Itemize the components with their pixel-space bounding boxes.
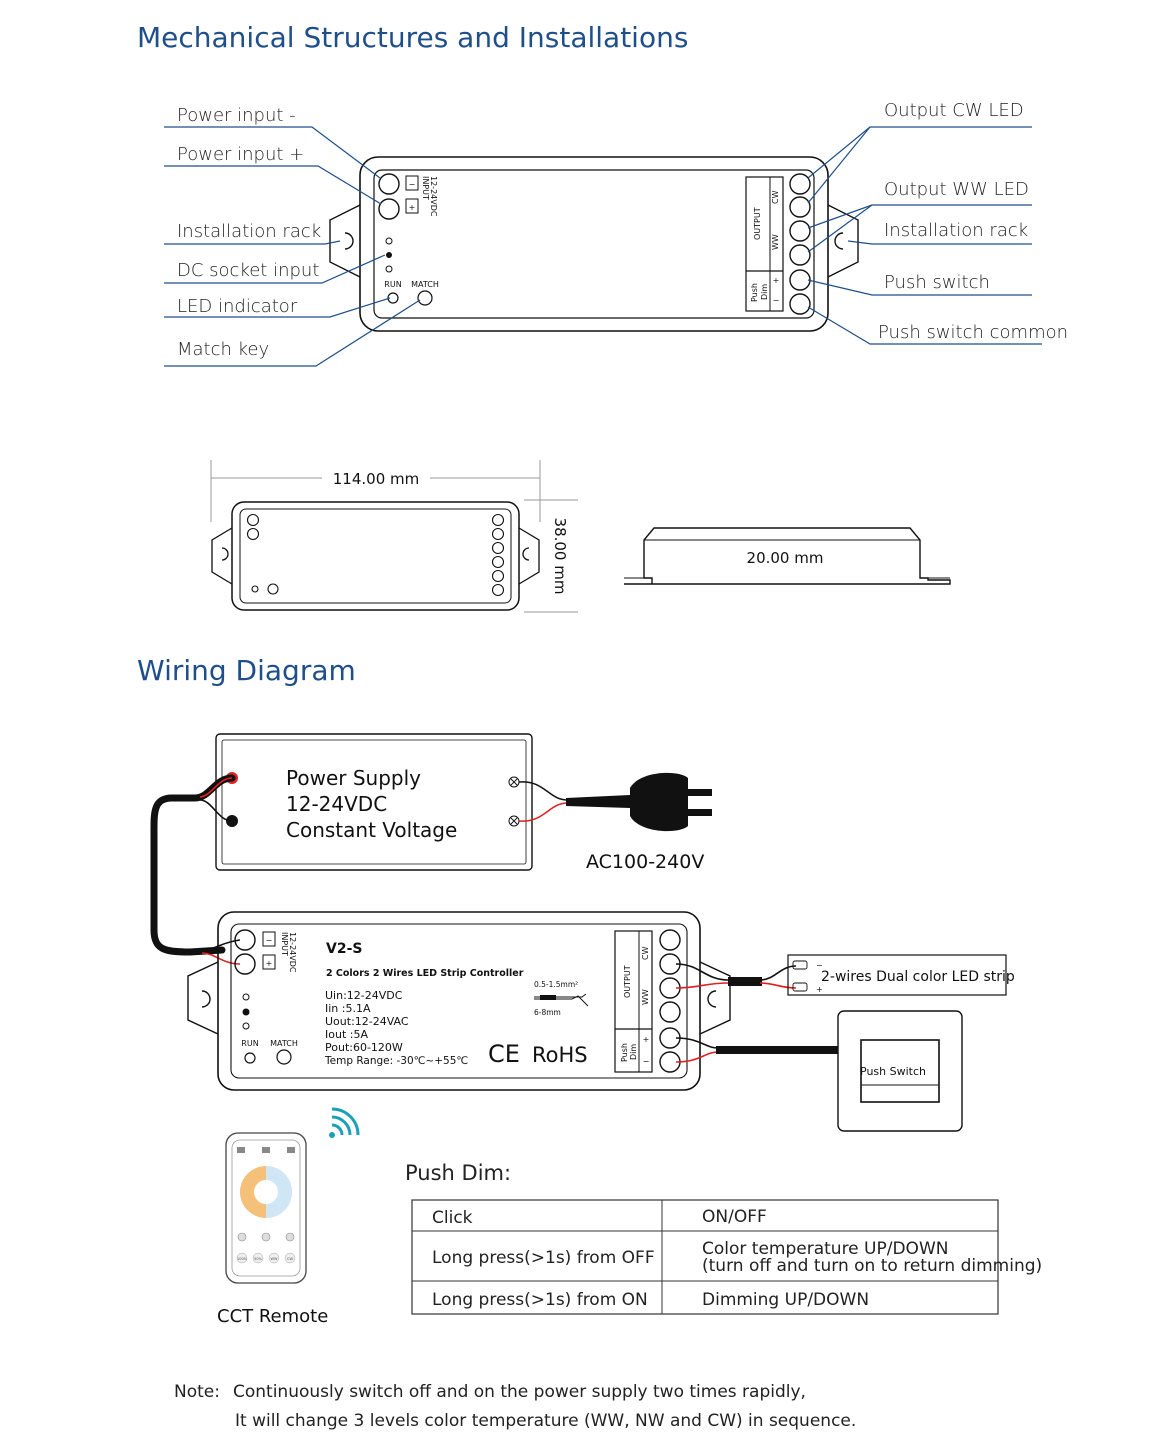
label-installation-rack-right: Installation rack	[884, 220, 1028, 241]
ww-mark: WW	[771, 234, 780, 250]
row2-result: Color temperature UP/DOWN	[702, 1239, 948, 1259]
ctrl-spec-5: Pout:60-120W	[325, 1041, 403, 1054]
cct-remote: 100% 50% WW CW	[225, 1132, 307, 1284]
power-supply-box: Power Supply 12-24VDC Constant Voltage	[215, 733, 533, 871]
wireless-signal-icon	[329, 1107, 360, 1138]
row3-result: Dimming UP/DOWN	[702, 1290, 869, 1310]
leader-lines-left	[164, 126, 421, 367]
dimension-side-view: 20.00 mm	[624, 527, 951, 585]
ctrl-input-plus: +	[266, 959, 273, 968]
ctrl-run-label: RUN	[241, 1039, 258, 1048]
ctrl-desc: 2 Colors 2 Wires LED Strip Controller	[326, 968, 524, 979]
note-prefix: Note:	[174, 1382, 220, 1402]
label-output-cw-led: Output CW LED	[884, 100, 1024, 121]
dim-mark: Dim	[760, 284, 769, 300]
input-label: INPUT	[421, 176, 430, 200]
label-power-input-plus: Power input +	[177, 144, 304, 165]
heading-mechanical: Mechanical Structures and Installations	[137, 21, 688, 54]
ctrl-model: V2-S	[326, 941, 362, 957]
label-match-key: Match key	[177, 339, 269, 360]
wire-gauge-label: 0.5-1.5mm²	[534, 980, 578, 989]
ctrl-push-minus: −	[643, 1057, 650, 1066]
rohs-mark: RoHS	[532, 1043, 588, 1067]
ctrl-match-label: MATCH	[270, 1039, 298, 1048]
ctrl-spec-1: Uin:12-24VDC	[325, 989, 403, 1002]
push-dim-table: Click ON/OFF Long press(>1s) from OFF Co…	[411, 1199, 1042, 1315]
ps-line1: Power Supply	[286, 766, 421, 790]
remote-btn-2: 50%	[254, 1257, 262, 1261]
match-label: MATCH	[411, 280, 439, 289]
ctrl-spec-2: Iin :5.1A	[325, 1002, 371, 1015]
ctrl-spec-4: Iout :5A	[325, 1028, 368, 1041]
remote-btn-4: CW	[287, 1257, 293, 1261]
ctrl-spec-3: Uout:12-24VAC	[325, 1015, 409, 1028]
ac-plug-icon	[518, 772, 712, 832]
strip-length-label: 6-8mm	[534, 1008, 561, 1017]
dim-width: 38.00 mm	[551, 518, 569, 595]
row1-result: ON/OFF	[702, 1207, 767, 1227]
leader-lines-right	[807, 126, 1042, 345]
remote-label: CCT Remote	[217, 1306, 328, 1327]
ctrl-voltage-label: 12-24VDC	[288, 932, 297, 973]
label-push-switch: Push switch	[884, 272, 990, 293]
cw-mark: CW	[771, 190, 780, 204]
input-plus-mark: +	[409, 203, 416, 212]
row1-action: Click	[432, 1208, 473, 1228]
controller-top-view: − + INPUT 12-24VDC RUN MATCH OUTPUT CW W…	[329, 156, 859, 332]
push-switch-wiring: Push Switch	[675, 1010, 963, 1132]
row2-action: Long press(>1s) from OFF	[432, 1248, 655, 1268]
ctrl-push-mark: Push	[620, 1043, 629, 1062]
label-output-ww-led: Output WW LED	[884, 179, 1029, 200]
strip-minus: −	[816, 961, 823, 970]
ctrl-input-label: INPUT	[280, 932, 289, 956]
ctrl-input-minus: −	[266, 936, 273, 945]
push-dim-title: Push Dim:	[405, 1161, 511, 1185]
note-line2: It will change 3 levels color temperatur…	[235, 1411, 856, 1431]
label-installation-rack-left: Installation rack	[177, 221, 321, 242]
ctrl-cw-mark: CW	[641, 946, 650, 960]
row3-action: Long press(>1s) from ON	[432, 1290, 648, 1310]
dim-length: 114.00 mm	[333, 470, 419, 488]
ac-voltage-label: AC100-240V	[586, 851, 704, 873]
input-minus-mark: −	[409, 180, 416, 189]
remote-btn-3: WW	[271, 1257, 278, 1261]
ctrl-dim-mark: Dim	[629, 1044, 638, 1060]
led-strip-label: 2-wires Dual color LED strip	[821, 969, 1015, 985]
output-label: OUTPUT	[753, 207, 762, 240]
ctrl-spec-6: Temp Range: -30℃~+55℃	[324, 1055, 468, 1067]
controller-wiring-view: − + INPUT 12-24VDC RUN MATCH V2-S 2 Colo…	[187, 911, 731, 1091]
run-label: RUN	[384, 280, 401, 289]
label-power-input-minus: Power input -	[177, 105, 296, 126]
push-minus-mark: −	[773, 296, 780, 305]
label-led-indicator: LED indicator	[177, 296, 298, 317]
push-mark: Push	[750, 283, 759, 302]
ps-line3: Constant Voltage	[286, 818, 457, 842]
row2-result-note: (turn off and turn on to return dimming)	[702, 1256, 1042, 1276]
ctrl-push-plus: +	[643, 1035, 650, 1044]
dim-height: 20.00 mm	[747, 549, 824, 567]
dimension-top-view: 114.00 mm 38.00 mm	[210, 460, 578, 613]
strip-plus: +	[816, 985, 823, 994]
dc-cable	[150, 774, 241, 965]
ps-line2: 12-24VDC	[286, 792, 387, 816]
push-switch-label: Push Switch	[860, 1065, 926, 1078]
ce-mark: CE	[488, 1040, 520, 1068]
remote-btn-1: 100%	[237, 1257, 248, 1261]
push-plus-mark: +	[773, 276, 780, 285]
heading-wiring: Wiring Diagram	[137, 654, 356, 687]
label-push-switch-common: Push switch common	[878, 322, 1068, 343]
label-dc-socket-input: DC socket input	[177, 260, 319, 281]
led-strip-wiring: − + 2-wires Dual color LED strip	[675, 954, 1015, 996]
ctrl-ww-mark: WW	[641, 989, 650, 1005]
input-voltage-label: 12-24VDC	[429, 176, 438, 217]
note-line1: Continuously switch off and on the power…	[233, 1382, 806, 1402]
ctrl-output-label: OUTPUT	[623, 965, 632, 998]
